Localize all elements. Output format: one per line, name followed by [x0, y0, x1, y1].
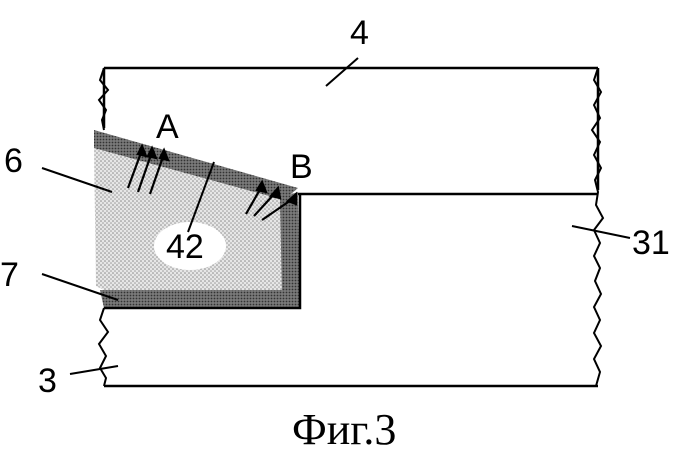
- label-3: 3: [38, 362, 57, 400]
- leader-31: [572, 226, 630, 238]
- coating-layer-bottom-7: [100, 290, 300, 308]
- label-6: 6: [4, 142, 23, 180]
- label-b: B: [290, 148, 313, 186]
- label-a: A: [156, 108, 179, 146]
- leader-3: [70, 366, 118, 374]
- lower-left-break-line: [99, 308, 108, 386]
- label-31: 31: [632, 224, 670, 262]
- leader-4: [326, 58, 358, 86]
- coating-layer-right: [280, 192, 300, 308]
- label-42: 42: [166, 228, 204, 266]
- figure-caption: Фиг.3: [292, 405, 396, 451]
- label-4: 4: [350, 14, 369, 52]
- label-7: 7: [0, 256, 19, 294]
